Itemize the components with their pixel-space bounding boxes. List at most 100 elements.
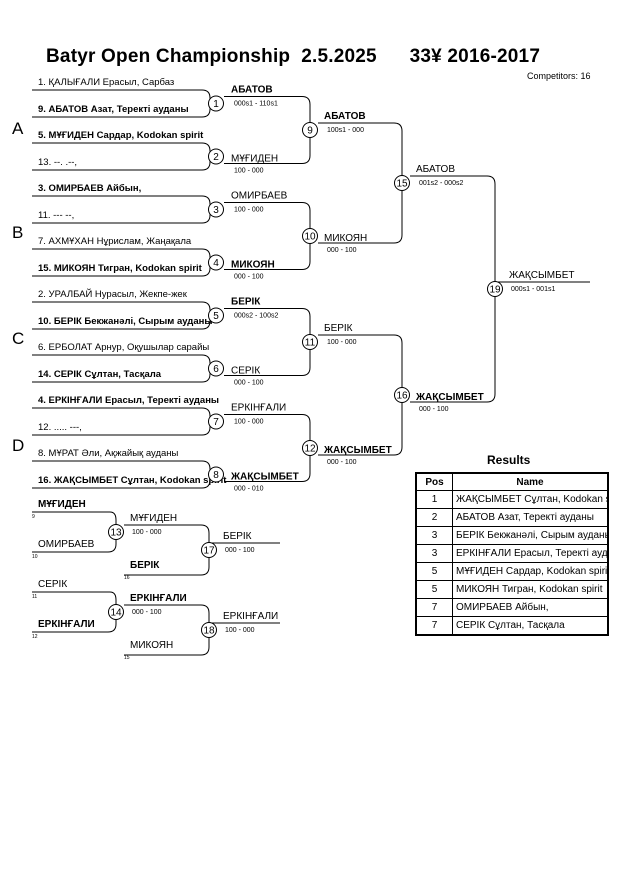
round1-score: 000 - 100 xyxy=(234,274,264,281)
repechage-seed: 16 xyxy=(124,575,130,581)
round3-connector xyxy=(318,334,403,456)
match-circle xyxy=(201,542,217,558)
repechage-seed: 15 xyxy=(124,655,130,661)
repechage-entry: МҰҒИДЕН xyxy=(38,499,86,510)
result-name: МИКОЯН Тигран, Kodokan spirit xyxy=(452,580,609,599)
match-circle xyxy=(394,175,410,191)
final-winner: ЖАҚСЫМБЕТ xyxy=(509,270,574,281)
competitor-entry: 9. АБАТОВ Азат, Теректі ауданы xyxy=(38,104,189,115)
match-circle-number: 4 xyxy=(213,258,219,269)
match-circle-number: 15 xyxy=(396,179,408,190)
match-circle-number: 8 xyxy=(213,470,219,481)
round1-score: 100 - 000 xyxy=(234,168,264,175)
pool-letter: B xyxy=(12,223,23,242)
round1-score: 100 - 000 xyxy=(234,207,264,214)
repechage-seed: 12 xyxy=(32,634,38,640)
round1-winner: СЕРІК xyxy=(231,366,260,377)
repechage-score: 000 - 100 xyxy=(225,547,255,554)
result-name: ЕРКІНҒАЛИ Ерасыл, Теректі ауданы xyxy=(452,544,609,563)
repechage-entry: МИКОЯН xyxy=(130,640,173,651)
result-name: МҰҒИДЕН Сардар, Kodokan spirit xyxy=(452,562,609,581)
competitor-entry: 1. ҚАЛЫҒАЛИ Ерасыл, Сарбаз xyxy=(38,77,174,88)
round1-score: 000 - 010 xyxy=(234,486,264,493)
match-circle xyxy=(208,148,224,165)
repechage-winner: МҰҒИДЕН xyxy=(130,513,177,524)
round2-winner: МИКОЯН xyxy=(324,233,367,244)
competitor-entry: 11. --- --, xyxy=(38,210,74,221)
competitor-entry: 16. ЖАҚСЫМБЕТ Сұлтан, Kodokan spirit xyxy=(38,475,227,486)
match-circle xyxy=(208,413,224,430)
competitor-entry: 7. АХМҰХАН Нұрислам, Жаңақала xyxy=(38,236,192,247)
match-circle xyxy=(302,228,318,244)
round2-winner: ЖАҚСЫМБЕТ xyxy=(323,445,392,456)
match-circle-number: 5 xyxy=(213,311,219,322)
result-name: ОМИРБАЕВ Айбын, xyxy=(452,598,609,617)
repechage-score: 000 - 100 xyxy=(132,609,162,616)
result-name: БЕРІК Бекжанәлі, Сырым ауданы xyxy=(452,526,609,545)
match-circle xyxy=(208,360,224,377)
result-pos: 5 xyxy=(415,562,453,581)
round1-winner: МҰҒИДЕН xyxy=(231,154,278,165)
match-circle xyxy=(302,334,318,350)
pool-letter: D xyxy=(12,436,24,455)
match-circle-number: 2 xyxy=(213,152,219,163)
competitor-entry: 13. --. .--, xyxy=(38,157,77,168)
match-circle-number: 3 xyxy=(213,205,219,216)
match-circle-number: 10 xyxy=(304,232,316,243)
event-category: 33¥ 2016-2017 xyxy=(409,46,541,67)
round1-score: 000s1 - 110s1 xyxy=(234,101,278,108)
match-circle xyxy=(487,281,503,297)
result-pos: 5 xyxy=(415,580,453,599)
match-circle xyxy=(302,440,318,456)
match-circle xyxy=(208,201,224,218)
match-circle-number: 12 xyxy=(304,444,316,455)
repechage-seed: 9 xyxy=(32,514,35,520)
match-circle-number: 19 xyxy=(489,285,501,296)
match-circle xyxy=(108,604,124,620)
round2-winner: БЕРІК xyxy=(324,323,353,334)
result-pos: 1 xyxy=(415,490,453,509)
competitor-entry: 14. СЕРІК Сұлтан, Тасқала xyxy=(38,369,162,380)
event-date: 2.5.2025 xyxy=(301,46,377,67)
match-circle xyxy=(208,254,224,271)
match-circle-number: 18 xyxy=(203,626,215,637)
final-connector xyxy=(410,175,496,403)
repechage-entry: ОМИРБАЕВ xyxy=(38,539,95,550)
match-circle xyxy=(208,466,224,483)
competitor-entry: 12. ..... ---, xyxy=(38,422,82,433)
round3-score: 001s2 - 000s2 xyxy=(419,180,463,187)
repechage-winner: БЕРІК xyxy=(223,531,252,542)
competitor-entry: 10. БЕРІК Бекжанәлі, Сырым ауданы xyxy=(38,316,212,327)
match-circle-number: 1 xyxy=(213,99,219,110)
result-name: АБАТОВ Азат, Теректі ауданы xyxy=(452,508,609,527)
result-pos: 7 xyxy=(415,616,453,636)
results-header-name: Name xyxy=(452,472,609,491)
round1-winner: ЕРКІНҒАЛИ xyxy=(231,403,286,414)
repechage-score: 100 - 000 xyxy=(132,529,162,536)
match-circle xyxy=(208,307,224,324)
match-circle-number: 6 xyxy=(213,364,219,375)
repechage-entry: БЕРІК xyxy=(130,560,160,571)
result-name: ЖАҚСЫМБЕТ Сұлтан, Kodokan spirit xyxy=(452,490,609,509)
match-circle-number: 7 xyxy=(213,417,219,428)
match-circle-number: 14 xyxy=(110,608,122,619)
match-circle xyxy=(108,524,124,540)
round1-winner: БЕРІК xyxy=(231,297,261,308)
event-name: Batyr Open Championship xyxy=(46,46,291,67)
match-circle xyxy=(394,387,410,403)
repechage-seed: 11 xyxy=(32,594,37,600)
match-circle xyxy=(201,622,217,638)
round2-score: 100s1 - 000 xyxy=(327,127,364,134)
repechage-winner: ЕРКІНҒАЛИ xyxy=(130,593,187,604)
results-header-pos: Pos xyxy=(415,472,453,491)
round1-winner: ЖАҚСЫМБЕТ xyxy=(230,472,299,483)
result-pos: 7 xyxy=(415,598,453,617)
final-score: 000s1 - 001s1 xyxy=(511,286,555,293)
result-pos: 3 xyxy=(415,544,453,563)
